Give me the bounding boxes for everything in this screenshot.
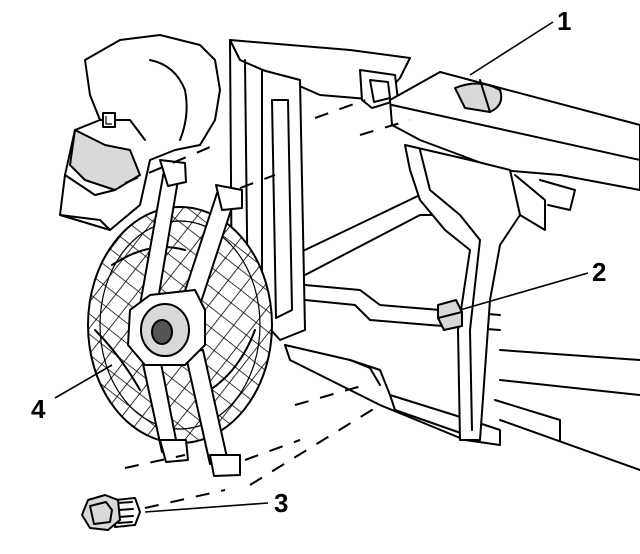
radiator	[389, 71, 640, 471]
callout-leaders	[54, 21, 589, 513]
fan-mounting-frame	[127, 159, 243, 477]
bolt	[81, 494, 141, 531]
alignment-lines	[124, 99, 411, 509]
callout-3: 3	[274, 488, 288, 518]
callout-2: 2	[592, 257, 606, 287]
engine-component	[59, 34, 221, 231]
callout-1: 1	[557, 6, 571, 36]
callout-4: 4	[31, 394, 46, 424]
